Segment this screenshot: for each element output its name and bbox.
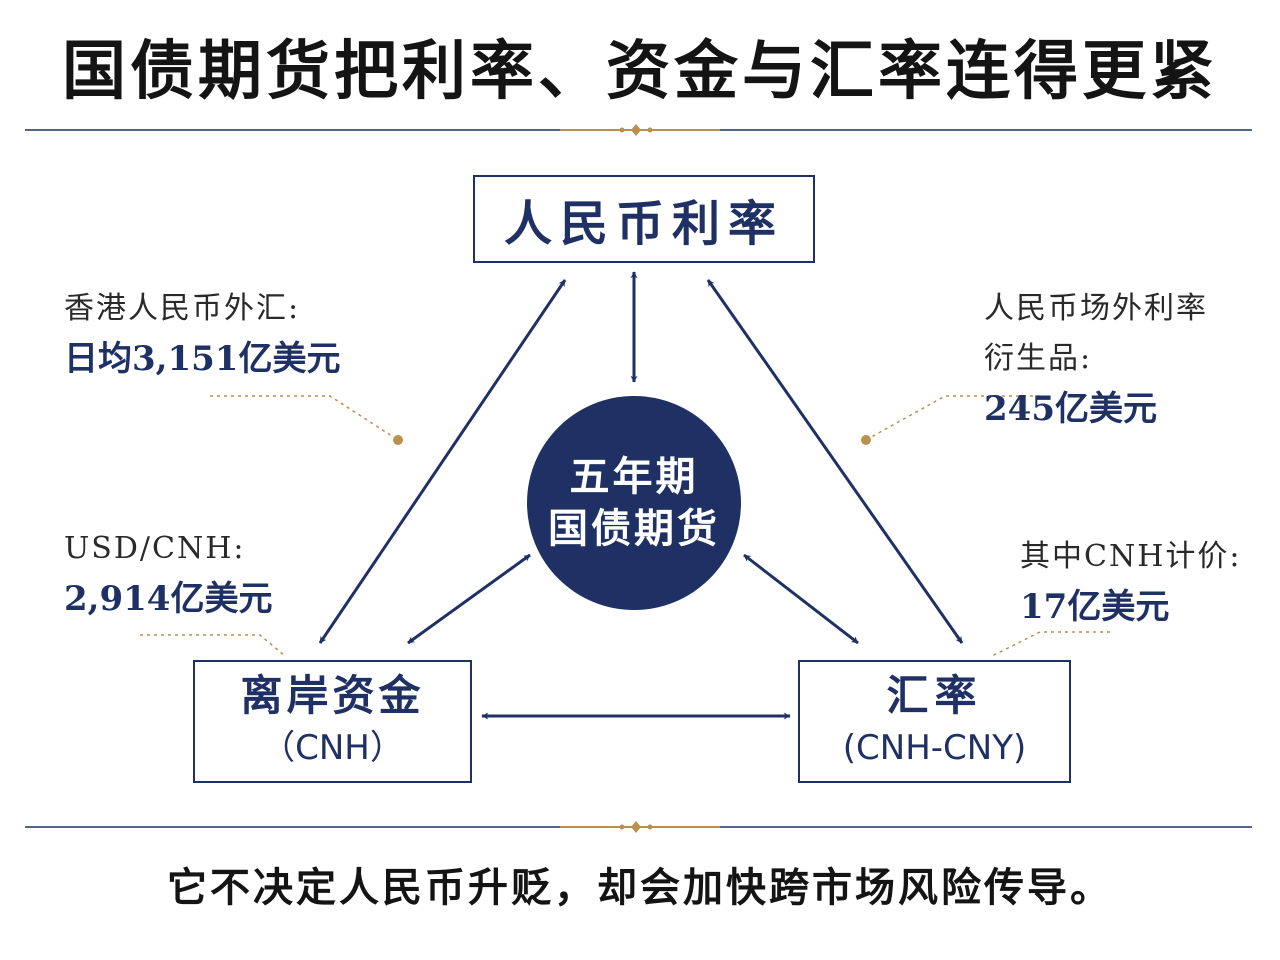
otc-rate-label-line2: 衍生品:: [984, 341, 1093, 376]
annotation-otc-rate: 人民币场外利率 衍生品: 245亿美元: [984, 284, 1208, 434]
top-divider: [25, 124, 1252, 136]
leader-dot-otc-rate: [861, 435, 871, 445]
leader-hk-fx: [210, 395, 399, 441]
hk-fx-label: 香港人民币外汇:: [64, 291, 301, 326]
rmb-interest-rate-node: 人民币利率: [473, 175, 815, 263]
cnh-priced-label: 其中CNH计价:: [1020, 539, 1242, 574]
hk-fx-value: 日均3,151亿美元: [64, 339, 341, 379]
footer-caption: 它不决定人民币升贬，却会加快跨市场风险传导。: [167, 864, 1113, 911]
annotation-hk-fx: 香港人民币外汇: 日均3,151亿美元: [64, 284, 340, 384]
arrow-rate-fx: [706, 279, 964, 644]
arrow-center-cnh: [407, 553, 531, 645]
leader-dot-hk-fx: [393, 435, 403, 445]
offshore-funds-node: 离岸资金 （CNH）: [193, 660, 472, 783]
center-node-line2: 国债期货: [548, 505, 720, 552]
five-year-bond-futures-node: 五年期 国债期货: [527, 396, 741, 610]
exchange-rate-node: 汇率 (CNH-CNY): [798, 660, 1071, 783]
annotation-cnh-priced: 其中CNH计价: 17亿美元: [1020, 532, 1241, 632]
exchange-rate-label: 汇率: [886, 670, 983, 720]
arrow-rate-cnh: [318, 279, 567, 644]
annotation-usd-cnh: USD/CNH: 2,914亿美元: [64, 524, 272, 624]
center-node-line1: 五年期: [569, 453, 699, 500]
bottom-divider: [25, 821, 1252, 833]
exchange-rate-sub: (CNH-CNY): [842, 727, 1027, 768]
offshore-funds-label: 离岸资金: [240, 670, 425, 720]
arrow-center-fx: [743, 553, 859, 645]
leader-usd-cnh: [140, 634, 286, 657]
rmb-interest-rate-label: 人民币利率: [503, 196, 784, 252]
otc-rate-label-line1: 人民币场外利率: [984, 291, 1208, 326]
cnh-priced-value: 17亿美元: [1020, 587, 1170, 627]
offshore-funds-sub: （CNH）: [261, 727, 404, 768]
usd-cnh-label: USD/CNH:: [64, 531, 246, 566]
leader-cnh-priced: [989, 631, 1110, 658]
leader-otc-rate: [865, 395, 1040, 441]
otc-rate-value: 245亿美元: [984, 389, 1157, 429]
page-title: 国债期货把利率、资金与汇率连得更紧: [62, 34, 1218, 109]
usd-cnh-value: 2,914亿美元: [64, 579, 273, 619]
